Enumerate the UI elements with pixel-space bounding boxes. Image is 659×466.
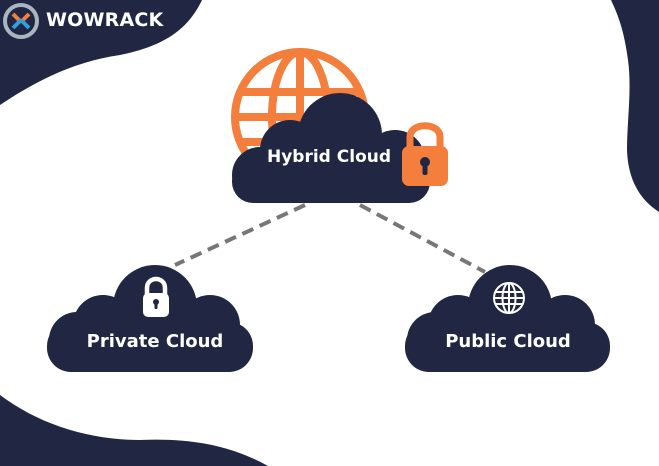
connector-hybrid-public	[359, 203, 486, 274]
public-cloud-label: Public Cloud	[445, 331, 571, 352]
right-blob	[611, 0, 659, 212]
top-left-blob	[0, 0, 202, 105]
private-cloud-label: Private Cloud	[86, 331, 224, 352]
private-cloud-shape	[47, 265, 253, 372]
private-padlock-icon	[143, 276, 169, 317]
hybrid-cloud-label: Hybrid Cloud	[266, 147, 392, 167]
hybrid-padlock-icon	[402, 122, 448, 186]
public-globe-icon	[493, 282, 525, 314]
wowrack-logo-icon	[3, 3, 39, 39]
public-cloud-shape	[405, 265, 610, 372]
connector-hybrid-private	[174, 203, 306, 267]
bottom-left-blob	[0, 395, 268, 466]
brand-name: WOWRACK	[46, 9, 164, 31]
